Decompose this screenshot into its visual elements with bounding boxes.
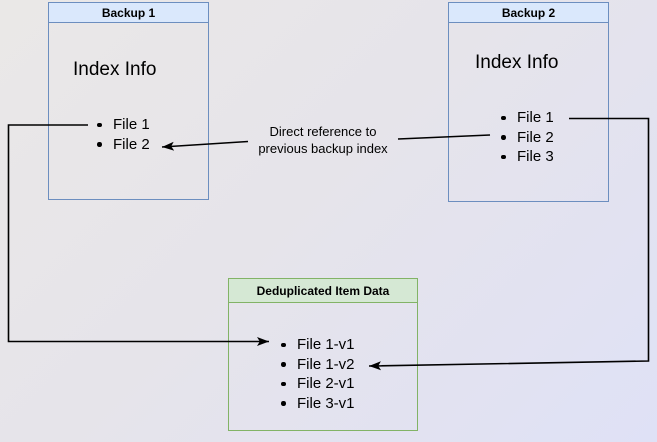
- list-item: File 2: [501, 128, 554, 148]
- node-backup-2-file-list: File 1 File 2 File 3: [501, 108, 554, 167]
- node-dedup-file-list: File 1-v1 File 1-v2 File 2-v1 File 3-v1: [281, 335, 355, 413]
- edge-label-line-2: previous backup index: [258, 140, 388, 156]
- list-item: File 3-v1: [281, 394, 355, 414]
- list-item-label: File 3: [517, 148, 554, 165]
- bullet-icon: [97, 122, 102, 127]
- list-item-label: File 1: [113, 116, 150, 133]
- node-backup-2: Backup 2 Index Info File 1 File 2 File 3: [448, 2, 609, 202]
- edge-label-direct-reference: Direct reference to previous backup inde…: [240, 124, 406, 157]
- node-dedup-header: Deduplicated Item Data: [229, 279, 417, 303]
- bullet-icon: [281, 381, 286, 386]
- list-item: File 1: [97, 115, 150, 135]
- bullet-icon: [501, 154, 506, 159]
- edge-label-line-1: Direct reference to: [269, 124, 377, 139]
- bullet-icon: [281, 362, 286, 367]
- list-item: File 1-v2: [281, 355, 355, 375]
- node-backup-2-header: Backup 2: [449, 3, 608, 23]
- list-item-label: File 2: [113, 135, 150, 153]
- bullet-icon: [501, 115, 506, 120]
- list-item: File 1-v1: [281, 335, 355, 355]
- list-item-label: File 1-v1: [297, 336, 355, 353]
- node-backup-2-title: Index Info: [475, 52, 559, 73]
- list-item: File 2-v1: [281, 374, 355, 394]
- list-item: File 3: [501, 147, 554, 167]
- bullet-icon: [501, 135, 506, 140]
- node-backup-1-header: Backup 1: [49, 3, 208, 23]
- list-item-label: File 2-v1: [297, 375, 355, 392]
- node-backup-1-title: Index Info: [73, 59, 157, 80]
- node-deduplicated-item-data: Deduplicated Item Data File 1-v1 File 1-…: [228, 278, 418, 431]
- list-item-label: File 2: [517, 128, 554, 146]
- list-item-label: File 1: [517, 109, 554, 126]
- bullet-icon: [281, 342, 286, 347]
- list-item-label: File 3-v1: [297, 394, 355, 412]
- node-backup-1: Backup 1 Index Info File 1 File 2: [48, 2, 209, 200]
- bullet-icon: [281, 401, 286, 406]
- list-item: File 1: [501, 108, 554, 128]
- node-backup-1-file-list: File 1 File 2: [97, 115, 150, 154]
- list-item: File 2: [97, 135, 150, 155]
- list-item-label: File 1-v2: [297, 355, 355, 373]
- bullet-icon: [97, 142, 102, 147]
